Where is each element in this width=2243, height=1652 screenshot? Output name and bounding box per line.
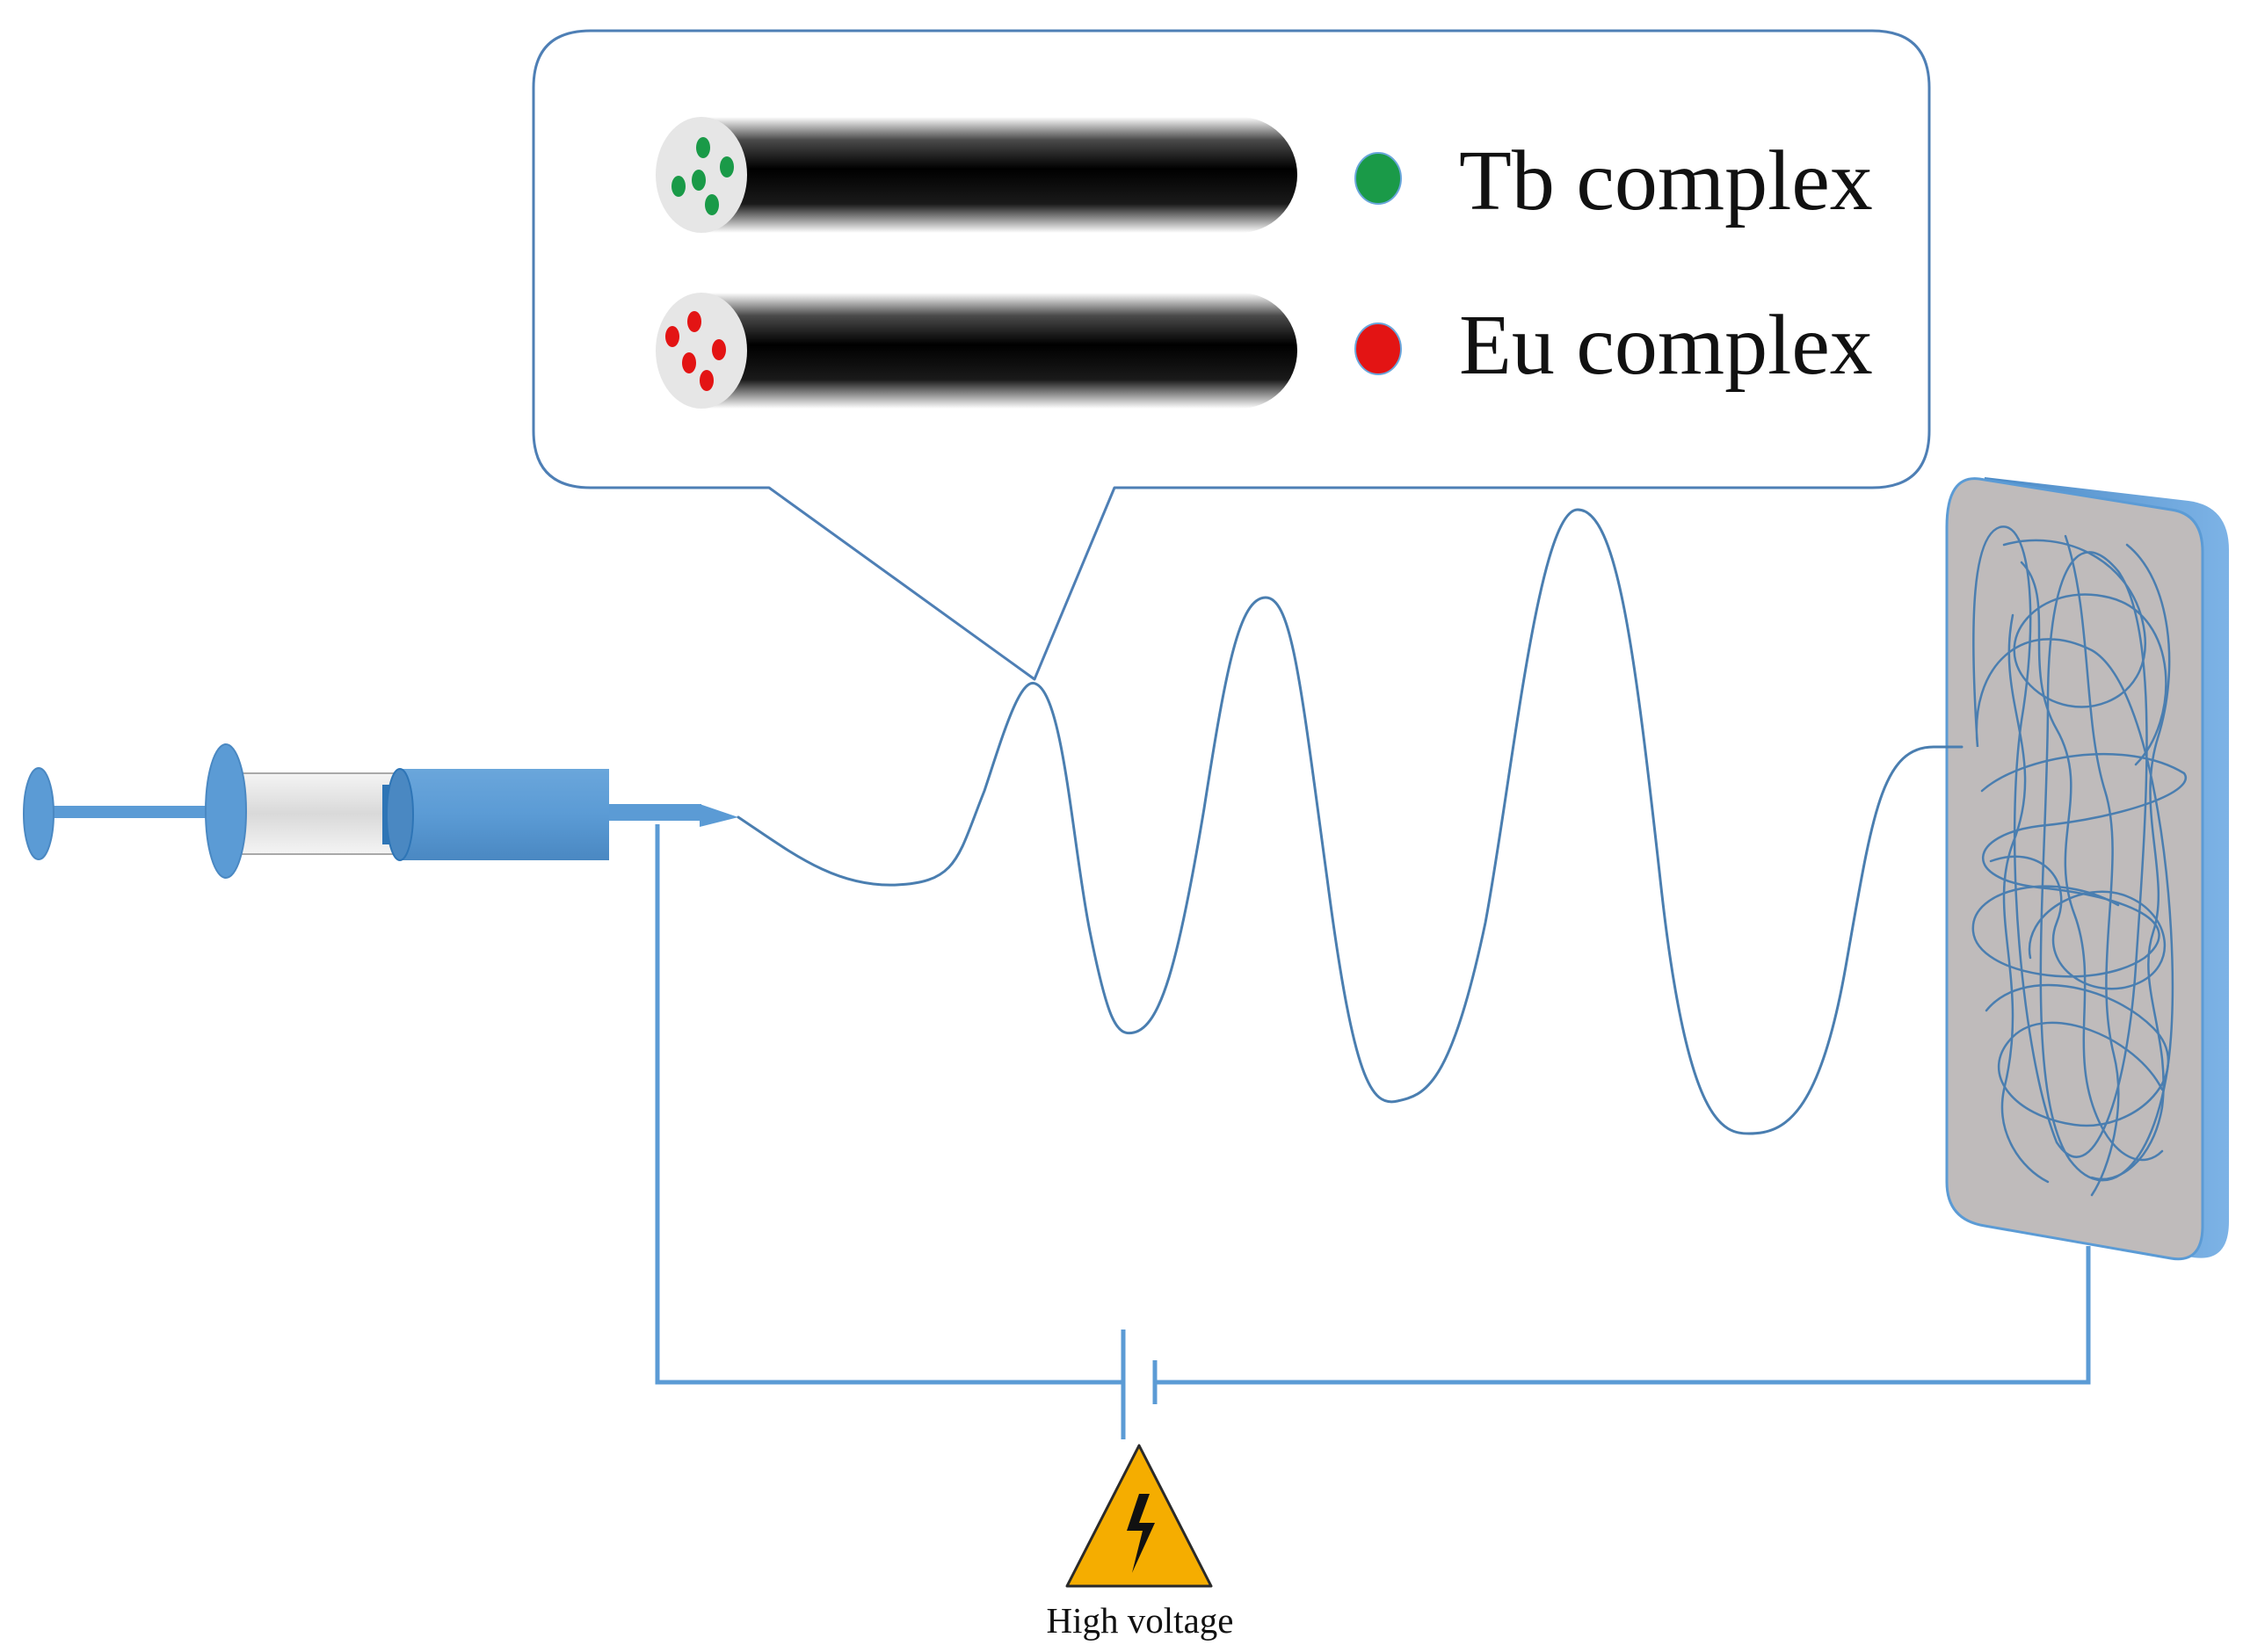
fiber-callout: Tb complex Eu complex bbox=[532, 29, 1931, 681]
fiber-mat-strand bbox=[2000, 613, 2050, 1184]
tb-legend-dot bbox=[1354, 152, 1402, 205]
tb-legend-label: Tb complex bbox=[1459, 134, 1873, 228]
electrospun-jet bbox=[737, 508, 1964, 1135]
eu-fiber bbox=[656, 293, 1297, 409]
plunger-thumb-rest bbox=[23, 767, 54, 860]
syringe-glass-barrel bbox=[238, 772, 398, 855]
fiber-mat-strand bbox=[1971, 753, 2187, 978]
syringe-flange bbox=[205, 743, 247, 879]
needle-wire bbox=[655, 824, 1123, 1385]
tb-particle bbox=[692, 170, 706, 191]
legend-item-tb: Tb complex bbox=[1354, 134, 1873, 228]
syringe-needle bbox=[609, 804, 701, 821]
fiber-mat-strand bbox=[2090, 543, 2171, 1180]
fiber-mat bbox=[1971, 525, 2187, 1197]
syringe-needle-tip bbox=[700, 804, 738, 827]
eu-particle bbox=[700, 370, 714, 391]
legend: Tb complex Eu complex bbox=[1354, 134, 1873, 393]
syringe-barrel bbox=[400, 769, 609, 860]
syringe bbox=[23, 743, 738, 879]
fiber-mat-strand bbox=[2020, 561, 2164, 1162]
syringe-barrel-end bbox=[386, 768, 414, 861]
tb-particle bbox=[696, 137, 710, 158]
eu-particle bbox=[712, 339, 726, 360]
eu-particle bbox=[665, 326, 679, 347]
collector bbox=[1945, 477, 2229, 1261]
eu-particle bbox=[682, 352, 696, 373]
eu-particles bbox=[665, 311, 726, 391]
fiber-mat-strand bbox=[1989, 855, 2167, 990]
fiber-mat-strand bbox=[1985, 983, 2170, 1127]
eu-fiber-body bbox=[703, 293, 1297, 409]
tb-fiber bbox=[656, 117, 1297, 233]
fiber-mat-strand bbox=[2002, 539, 2167, 766]
fiber-mat-strand bbox=[2064, 534, 2120, 1197]
eu-legend-label: Eu complex bbox=[1459, 298, 1873, 393]
tb-particles bbox=[671, 137, 734, 215]
collector-wire bbox=[1155, 1246, 2091, 1385]
eu-legend-dot bbox=[1354, 322, 1402, 375]
eu-fiber-cross-section bbox=[656, 293, 747, 409]
fiber-mat-strand bbox=[1972, 525, 2174, 1182]
lightning-bolt-icon bbox=[1127, 1494, 1155, 1573]
eu-particle bbox=[687, 311, 701, 332]
high-voltage-label: High voltage bbox=[1047, 1600, 1234, 1641]
high-voltage-sign: High voltage bbox=[1047, 1444, 1234, 1641]
tb-fiber-body bbox=[703, 117, 1297, 233]
legend-item-eu: Eu complex bbox=[1354, 298, 1873, 393]
tb-particle bbox=[705, 194, 719, 215]
circuit bbox=[655, 824, 2091, 1439]
tb-particle bbox=[720, 156, 734, 178]
tb-particle bbox=[671, 176, 686, 197]
